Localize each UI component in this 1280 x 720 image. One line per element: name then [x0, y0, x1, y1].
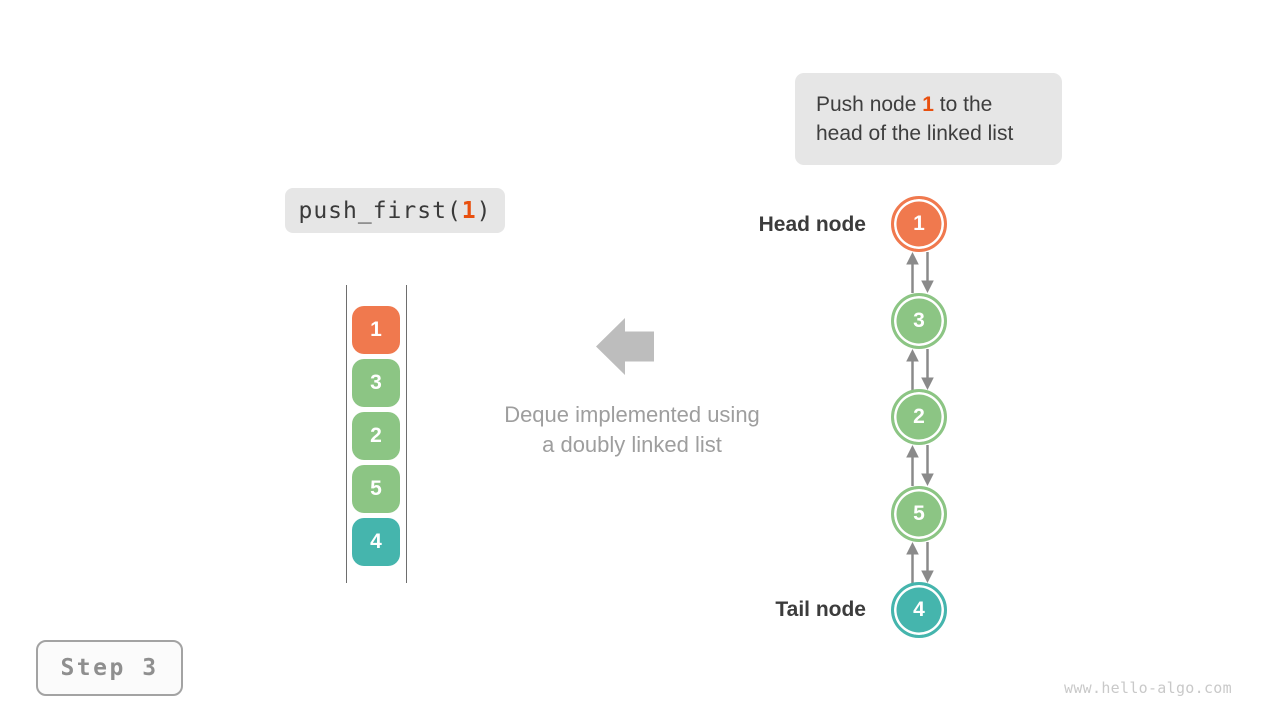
tail-node-label: Tail node — [775, 598, 866, 621]
code-argument-value: 1 — [461, 197, 477, 224]
linked-list-node: 3 — [891, 293, 947, 349]
deque-cell: 5 — [352, 465, 400, 513]
linked-list-node: 2 — [891, 389, 947, 445]
caption-line-2: a doubly linked list — [542, 432, 722, 457]
deque-cell: 4 — [352, 518, 400, 566]
up-arrow-icon — [906, 252, 919, 293]
down-arrow-icon — [921, 252, 934, 293]
note-line-1: Push node 1 to the — [816, 90, 1062, 119]
deque-array-view: 1 3 2 5 4 — [346, 285, 407, 583]
note-text: Push node — [816, 93, 923, 116]
doubly-link-arrows — [899, 541, 941, 584]
down-arrow-icon — [921, 349, 934, 390]
up-arrow-icon — [906, 542, 919, 583]
linked-list-node: 5 — [891, 486, 947, 542]
instruction-note: Push node 1 to the head of the linked li… — [795, 73, 1062, 165]
deque-cell: 3 — [352, 359, 400, 407]
caption-line-1: Deque implemented using — [504, 402, 760, 427]
diagram-caption: Deque implemented using a doubly linked … — [480, 400, 784, 460]
doubly-link-arrows — [899, 348, 941, 391]
note-highlight-value: 1 — [922, 93, 934, 116]
doubly-link-arrows — [899, 444, 941, 487]
code-text: push_first( — [298, 197, 462, 224]
deque-cell: 2 — [352, 412, 400, 460]
up-arrow-icon — [906, 349, 919, 390]
step-badge: Step 3 — [36, 640, 183, 696]
down-arrow-icon — [921, 542, 934, 583]
site-watermark: www.hello-algo.com — [1064, 679, 1232, 697]
note-text: to the — [933, 93, 993, 116]
operation-code-chip: push_first(1) — [285, 188, 505, 233]
deque-cell: 1 — [352, 306, 400, 354]
down-arrow-icon — [921, 445, 934, 486]
up-arrow-icon — [906, 445, 919, 486]
note-line-2: head of the linked list — [816, 122, 1014, 145]
linked-list-node: 1 — [891, 196, 947, 252]
left-block-arrow-icon — [596, 318, 654, 375]
code-text: ) — [476, 197, 492, 224]
linked-list-node: 4 — [891, 582, 947, 638]
head-node-label: Head node — [758, 213, 866, 236]
doubly-link-arrows — [899, 251, 941, 294]
